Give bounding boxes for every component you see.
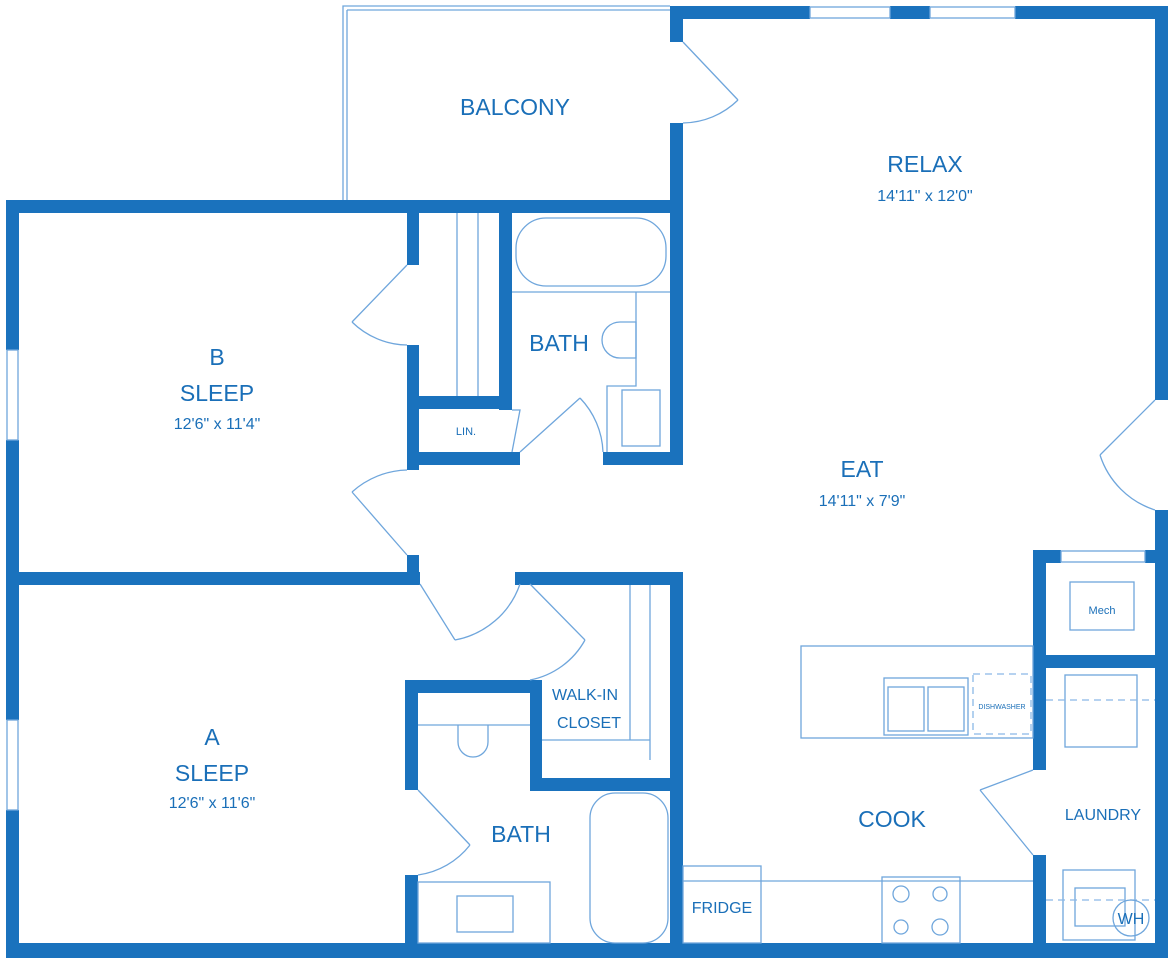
doors (351, 41, 1156, 876)
room-label-bath-upper: BATH (529, 330, 589, 356)
room-label-bath-lower: BATH (491, 821, 551, 847)
room-letter-bedroom-a: A (204, 724, 220, 750)
fridge-label: FRIDGE (692, 900, 752, 917)
room-label-mech: Mech (1089, 605, 1116, 617)
fixtures (417, 213, 1155, 944)
room-label-linen: LIN. (456, 426, 476, 438)
room-label-balcony: BALCONY (460, 94, 570, 120)
room-label-relax: RELAX (887, 151, 962, 177)
room-label-eat: EAT (840, 456, 883, 482)
room-label-closet-line1: WALK-IN (552, 687, 618, 704)
balcony-outline (342, 5, 670, 200)
room-dimensions-bedroom-a: 12'6" x 11'6" (169, 795, 256, 812)
room-letter-bedroom-b: B (209, 344, 224, 370)
room-dimensions-eat: 14'11" x 7'9" (819, 493, 906, 510)
room-label-closet-line2: CLOSET (557, 715, 621, 732)
room-label-cook: COOK (858, 806, 926, 832)
windows (6, 6, 1146, 811)
room-dimensions-relax: 14'11" x 12'0" (877, 188, 972, 205)
water-heater-label: WH (1118, 911, 1145, 928)
dishwasher-label: DISHWASHER (978, 704, 1025, 711)
room-label-laundry: LAUNDRY (1065, 807, 1142, 824)
room-label-bedroom-a: SLEEP (175, 760, 249, 786)
room-label-bedroom-b: SLEEP (180, 380, 254, 406)
walls (6, 6, 1168, 958)
room-dimensions-bedroom-b: 12'6" x 11'4" (174, 416, 261, 433)
